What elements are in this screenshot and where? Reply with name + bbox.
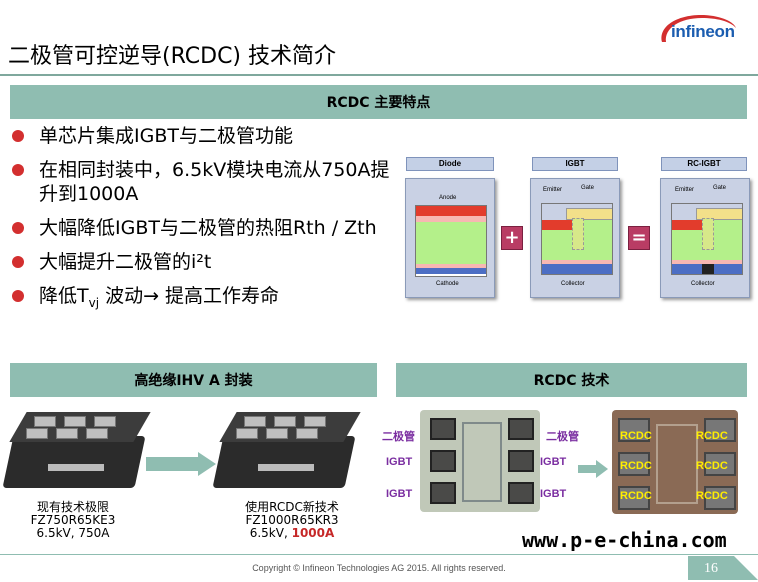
module-caption-right: 使用RCDC新技术 FZ1000R65KR3 6.5kV, 1000A (245, 500, 339, 540)
chip-image-left (420, 410, 540, 512)
list-item-text: 大幅降低IGBT与二极管的热阻Rth / Zth (39, 217, 377, 239)
feature-list: 单芯片集成IGBT与二极管功能 在相同封装中，6.5kV模块电流从750A提升到… (12, 124, 392, 325)
infineon-logo-icon (661, 14, 736, 42)
arrow-right-icon (146, 452, 216, 476)
chip-image-right (612, 410, 738, 514)
module-image-right (212, 408, 361, 490)
chip-label-rcdc: RCDC (620, 430, 652, 442)
igbt-diagram: Emitter Gate Collector (530, 178, 620, 298)
list-item: 大幅降低IGBT与二极管的热阻Rth / Zth (12, 216, 392, 240)
module-caption-left: 现有技术极限 FZ750R65KE3 6.5kV, 750A (30, 500, 116, 540)
bullet-dot-icon (12, 290, 24, 302)
list-item-text: 在相同封装中，6.5kV模块电流从750A提升到1000A (39, 159, 390, 205)
footer-divider (0, 554, 758, 555)
chip-label-diode-left: 二极管 (382, 431, 415, 443)
list-item-text: 大幅提升二极管的i²t (39, 251, 212, 273)
bullet-dot-icon (12, 164, 24, 176)
list-item: 降低Tvj 波动→ 提高工作寿命 (12, 284, 392, 315)
bullet-dot-icon (12, 130, 24, 142)
chip-label-igbt-left: IGBT (386, 488, 413, 500)
rc-igbt-stack (671, 203, 743, 275)
page-title: 二极管可控逆导(RCDC) 技术简介 (8, 44, 337, 69)
list-item-text: 降低Tvj 波动→ 提高工作寿命 (39, 285, 280, 310)
rc-igbt-label: RC-IGBT (661, 157, 747, 171)
diode-stack (415, 205, 487, 277)
logo-text: infineon (671, 22, 735, 41)
list-item: 单芯片集成IGBT与二极管功能 (12, 124, 392, 148)
igbt-label: IGBT (532, 157, 618, 171)
chip-label-rcdc: RCDC (696, 460, 728, 472)
emitter-label: Emitter (543, 187, 563, 193)
chip-label-igbt-right: IGBT (540, 488, 567, 500)
page-number: 16 (688, 556, 734, 580)
cathode-label: Cathode (436, 281, 459, 287)
diode-label: Diode (406, 157, 494, 171)
collector-label: Collector (691, 281, 715, 287)
section-header-rcdc: RCDC 技术 (396, 363, 747, 397)
list-item: 大幅提升二极管的i²t (12, 250, 392, 274)
list-item: 在相同封装中，6.5kV模块电流从750A提升到1000A (12, 158, 392, 206)
section-header-package: 高绝缘IHV A 封装 (10, 363, 377, 397)
list-item-text: 单芯片集成IGBT与二极管功能 (39, 125, 293, 147)
rc-igbt-diagram: Emitter Gate Collector (660, 178, 750, 298)
bullet-dot-icon (12, 222, 24, 234)
collector-label: Collector (561, 281, 585, 287)
copyright-text: Copyright © Infineon Technologies AG 201… (252, 563, 506, 573)
page-corner-decoration (734, 556, 758, 580)
chip-label-igbt-left: IGBT (386, 456, 413, 468)
chip-label-diode-right: 二极管 (546, 431, 579, 443)
gate-label: Gate (581, 185, 595, 191)
diode-diagram: Anode Cathode (405, 178, 495, 298)
emitter-label: Emitter (675, 187, 695, 193)
chip-label-rcdc: RCDC (620, 490, 652, 502)
gate-label: Gate (713, 185, 727, 191)
igbt-stack (541, 203, 613, 275)
title-divider (0, 74, 758, 76)
chip-label-igbt-right: IGBT (540, 456, 567, 468)
arrow-right-icon (578, 460, 608, 478)
section-header-main: RCDC 主要特点 (10, 85, 747, 119)
anode-label: Anode (439, 195, 457, 201)
module-image-left (2, 408, 151, 490)
plus-icon: + (501, 226, 523, 250)
chip-label-rcdc: RCDC (620, 460, 652, 472)
equals-icon: = (628, 226, 650, 250)
chip-label-rcdc: RCDC (696, 430, 728, 442)
chip-label-rcdc: RCDC (696, 490, 728, 502)
bullet-dot-icon (12, 256, 24, 268)
watermark-url: www.p-e-china.com (522, 528, 727, 552)
